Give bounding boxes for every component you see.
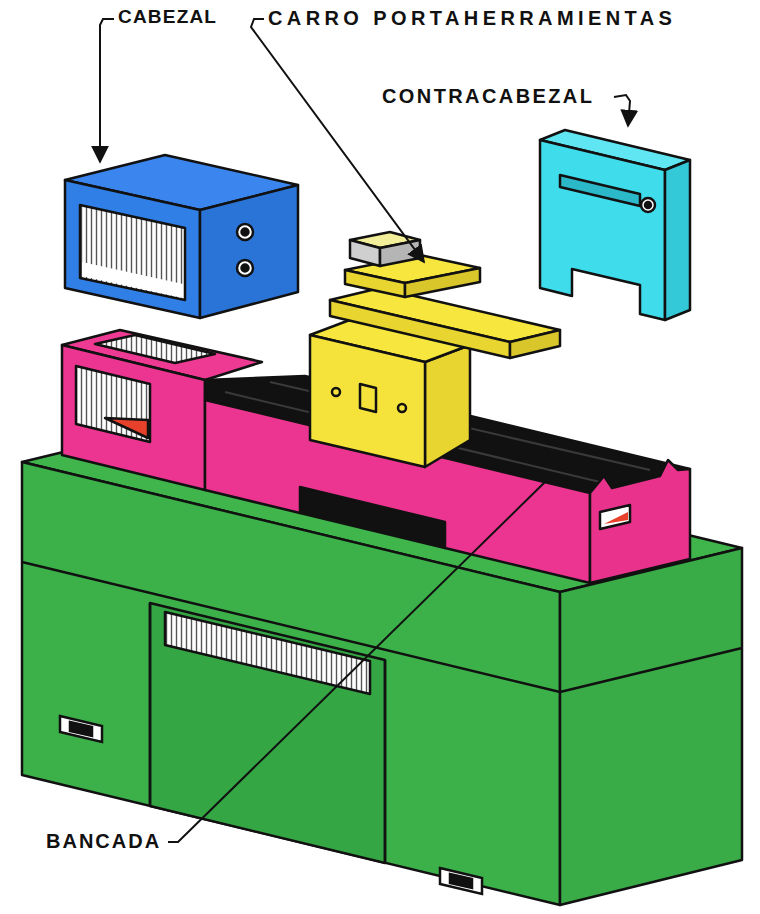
base-cabinet [384, 660, 387, 863]
leader-line [614, 95, 630, 126]
headstock [82, 262, 183, 298]
leader-line [251, 19, 424, 262]
tool-carriage [380, 240, 420, 266]
headstock [237, 224, 253, 240]
tailstock [540, 130, 690, 320]
base-slot [70, 722, 92, 736]
part-name: CARRO PORTAHERRAMIENTAS [268, 7, 676, 29]
tool-carriage [310, 232, 560, 467]
headstock [242, 229, 249, 236]
base-cabinet [560, 548, 742, 905]
lathe-bed [105, 418, 148, 438]
base-cabinet [150, 603, 385, 863]
tool-carriage [510, 330, 560, 358]
headstock [65, 180, 200, 318]
base-slot [450, 874, 472, 888]
tailstock [540, 140, 665, 320]
base-cabinet [149, 603, 152, 806]
lathe-bed [590, 460, 690, 583]
tool-carriage [405, 268, 480, 297]
base-slot [440, 868, 482, 894]
tool-carriage [425, 345, 470, 467]
tailstock [645, 202, 651, 208]
lathe-bed [62, 330, 690, 583]
base-slot [60, 716, 102, 742]
headstock [200, 185, 298, 318]
lathe-bed [600, 505, 630, 529]
leader-line [100, 19, 630, 842]
headstock [242, 265, 249, 272]
headstock [65, 155, 298, 318]
base-cabinet [560, 648, 742, 692]
base-slot [60, 716, 482, 894]
leader-line [168, 482, 545, 842]
lathe-bed [62, 345, 205, 490]
headstock [80, 205, 185, 300]
tool-carriage [330, 300, 510, 358]
lathe-bed [76, 366, 150, 442]
part-name: BANCADA [46, 830, 161, 852]
headstock [237, 260, 253, 276]
tailstock [665, 160, 690, 320]
tailstock [560, 175, 640, 206]
tool-carriage [332, 388, 340, 396]
tool-carriage [360, 384, 376, 412]
tool-carriage [398, 404, 406, 412]
leader-line [100, 19, 114, 162]
part-name: CONTRACABEZAL [382, 85, 594, 107]
tool-carriage [310, 335, 425, 467]
lathe-bed [604, 512, 628, 524]
tailstock [641, 198, 655, 212]
part-name: CABEZAL [118, 7, 217, 28]
base-cabinet [165, 612, 370, 694]
tool-carriage [350, 240, 380, 266]
tool-carriage [345, 270, 405, 297]
